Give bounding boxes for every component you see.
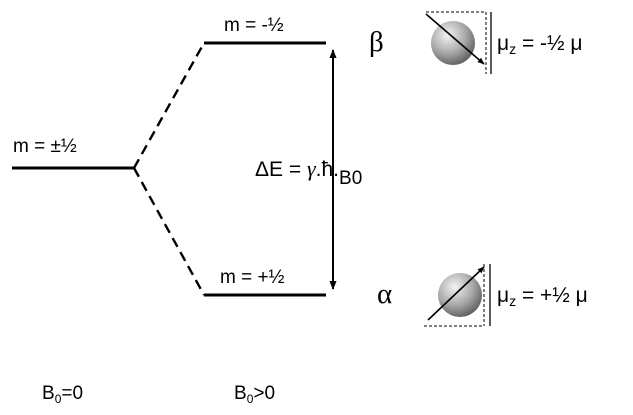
energy-gap-formula: ΔE = γ.ħ.B0 (255, 158, 362, 180)
alpha-symbol: α (377, 280, 392, 309)
split-line-upper (134, 43, 204, 168)
alpha-spin-icon (424, 264, 490, 326)
alpha-moment-label: μz = +½ μ (497, 285, 588, 308)
degenerate-level-label: m = ±½ (13, 137, 77, 156)
upper-level-label: m = -½ (224, 16, 284, 35)
field-zero-label: B0=0 (42, 384, 83, 405)
beta-spin-icon (426, 12, 491, 74)
lower-level-label: m = +½ (220, 268, 284, 287)
beta-symbol: β (369, 28, 384, 57)
field-nonzero-label: B0>0 (234, 384, 275, 405)
split-line-lower (134, 168, 204, 295)
beta-moment-label: μz = -½ μ (497, 33, 582, 56)
